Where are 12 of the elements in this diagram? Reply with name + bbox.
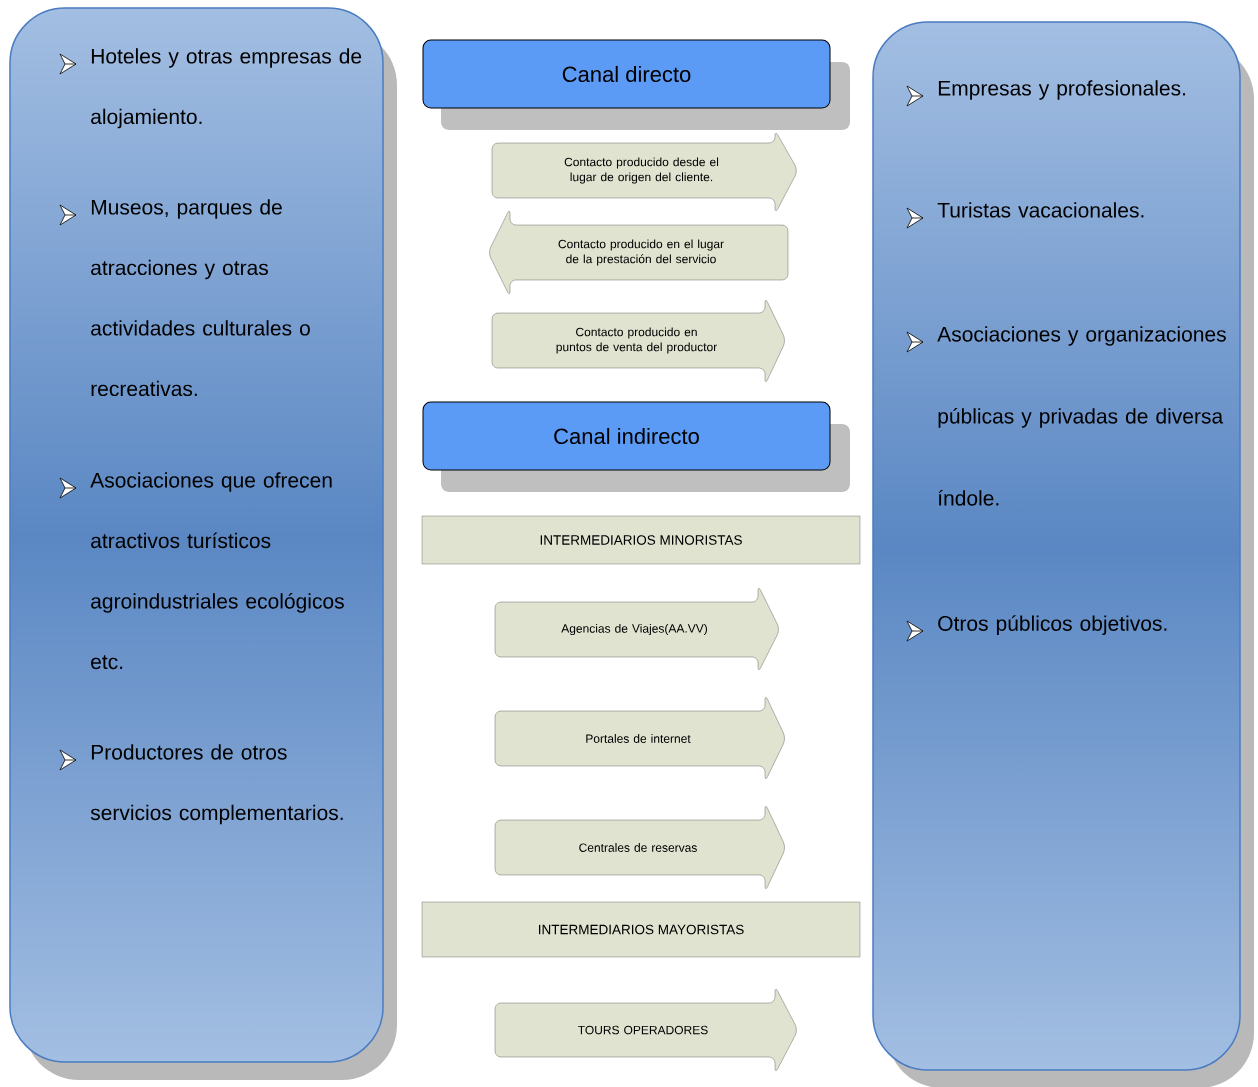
list-item: Otros públicos objetivos. <box>938 615 1167 636</box>
channel-box: Canal indirecto <box>422 401 831 471</box>
list-item: Museos, parques de atracciones y otras actividades culturales o recreativas. <box>91 199 310 397</box>
list-item: Hoteles y otras empresas de alojamiento. <box>91 48 362 129</box>
list-item: Empresas y profesionales. <box>938 80 1186 100</box>
channel-box: Canal directo <box>422 39 831 109</box>
list-item: Asociaciones y organizaciones públicas y privadas de diversa índole. <box>937 326 1226 506</box>
list-item: Asociaciones que ofrecen atractivos turísticos agroindustriales ecológicos etc. <box>90 472 344 670</box>
category-box: INTERMEDIARIOS MINORISTAS <box>421 515 861 565</box>
list-item: Productores de otros servicios complementarios. <box>90 744 343 825</box>
list-item: Turistas vacacionales. <box>937 202 1144 218</box>
category-box: INTERMEDIARIOS MAYORISTAS <box>421 901 861 958</box>
